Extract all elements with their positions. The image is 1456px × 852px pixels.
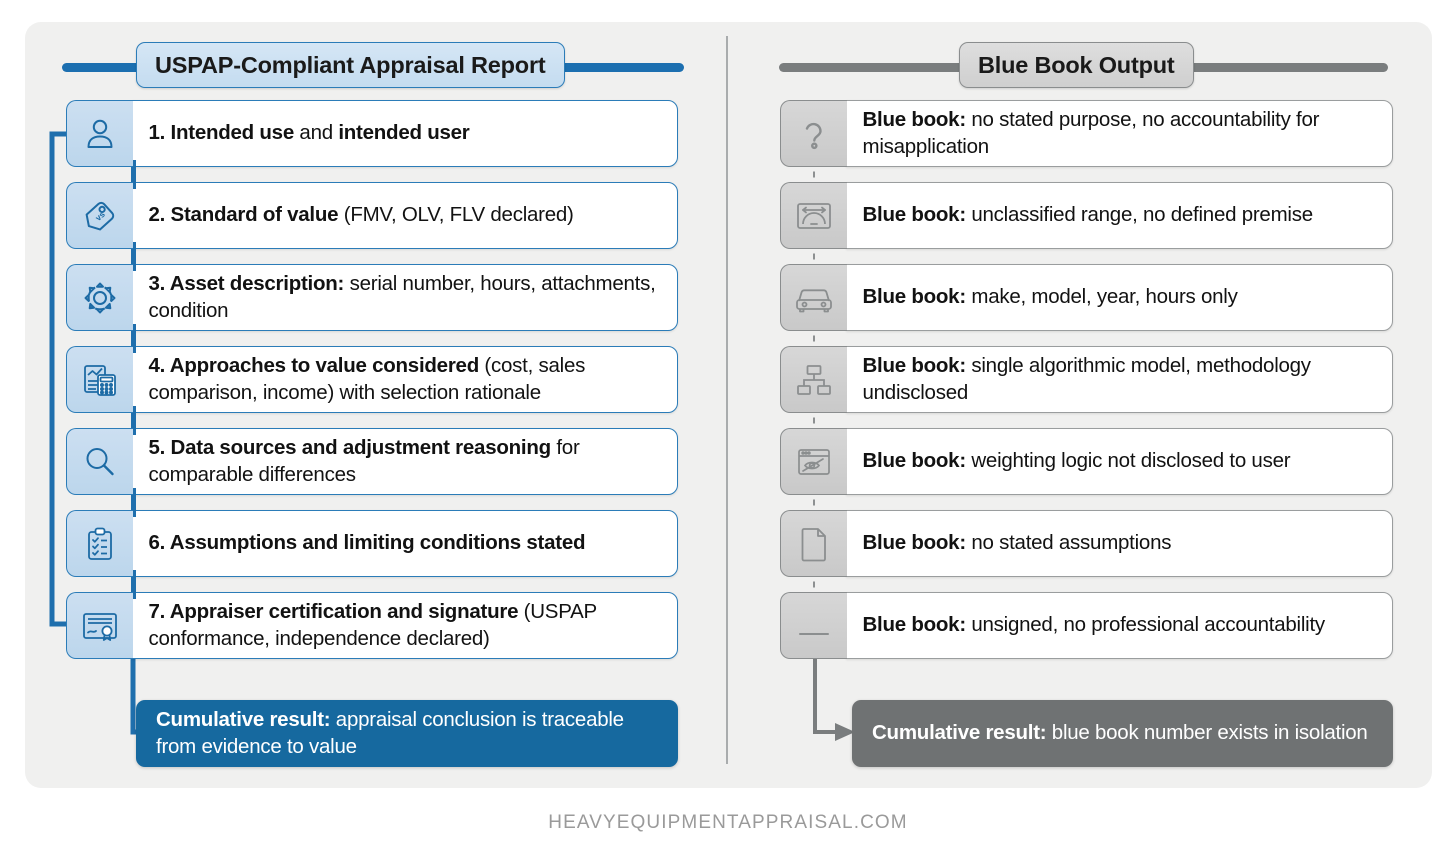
left-row-6-body: 6. Assumptions and limiting conditions s… bbox=[131, 510, 678, 577]
right-row-5-rest: weighting logic not disclosed to user bbox=[965, 449, 1291, 473]
right-row-2[interactable]: Blue book: unclassified range, no define… bbox=[780, 182, 1393, 249]
right-row-3-bold: Blue book: bbox=[862, 285, 967, 309]
right-row-1-rest: no stated purpose, no accountability for… bbox=[862, 108, 1320, 158]
left-row-1-bold: 1. Intended use bbox=[148, 121, 295, 145]
blank-document-icon bbox=[780, 510, 847, 577]
right-row-6-bold: Blue book: bbox=[862, 531, 967, 555]
right-cumulative-result: Cumulative result: blue book number exis… bbox=[852, 700, 1393, 767]
left-row-4[interactable]: 4. Approaches to value considered (cost,… bbox=[66, 346, 678, 413]
right-row-1[interactable]: Blue book: no stated purpose, no account… bbox=[780, 100, 1393, 167]
gauge-range-icon bbox=[780, 182, 847, 249]
right-connector-2-3 bbox=[813, 243, 815, 270]
right-result-rest: blue book number exists in isolation bbox=[1046, 721, 1368, 745]
right-row-6-rest: no stated assumptions bbox=[965, 531, 1172, 555]
right-row-4-bold: Blue book: bbox=[862, 354, 967, 378]
right-row-5[interactable]: Blue book: weighting logic not disclosed… bbox=[780, 428, 1393, 495]
right-row-6-body: Blue book: no stated assumptions bbox=[845, 510, 1393, 577]
left-row-3-bold: 3. Asset description: bbox=[148, 272, 345, 296]
left-connector-4-5 bbox=[131, 406, 136, 435]
column-divider bbox=[726, 36, 728, 764]
left-row-4-bold: 4. Approaches to value considered bbox=[148, 354, 480, 378]
left-connector-1-2 bbox=[131, 160, 136, 189]
right-row-3[interactable]: Blue book: make, model, year, hours only bbox=[780, 264, 1393, 331]
left-row-5-rest: for comparable differences bbox=[148, 436, 580, 486]
left-row-7-rest: (USPAP conformance, independence declare… bbox=[148, 600, 597, 650]
right-row-2-body: Blue book: unclassified range, no define… bbox=[845, 182, 1393, 249]
right-row-7[interactable]: Blue book: unsigned, no professional acc… bbox=[780, 592, 1393, 659]
right-row-5-body: Blue book: weighting logic not disclosed… bbox=[845, 428, 1393, 495]
right-header-title: Blue Book Output bbox=[959, 42, 1194, 88]
left-row-5[interactable]: 5. Data sources and adjustment reasoning… bbox=[66, 428, 678, 495]
left-row-5-bold: 5. Data sources and adjustment reasoning bbox=[148, 436, 552, 460]
left-row-1-body: 1. Intended use and intended user bbox=[131, 100, 678, 167]
right-connector-4-5 bbox=[813, 407, 815, 434]
right-row-4-rest: single algorithmic model, methodology un… bbox=[862, 354, 1312, 404]
right-connector-3-4 bbox=[813, 325, 815, 352]
magnifier-icon bbox=[66, 428, 133, 495]
right-result-bold: Cumulative result: bbox=[872, 721, 1047, 745]
right-column-header: Blue Book Output bbox=[779, 42, 1388, 88]
left-cumulative-result: Cumulative result: appraisal conclusion … bbox=[136, 700, 678, 767]
right-row-4[interactable]: Blue book: single algorithmic model, met… bbox=[780, 346, 1393, 413]
hierarchy-icon bbox=[780, 346, 847, 413]
price-tag-vs-icon: vs bbox=[66, 182, 133, 249]
right-row-7-body: Blue book: unsigned, no professional acc… bbox=[845, 592, 1393, 659]
left-row-6-bold: 6. Assumptions and limiting conditions s… bbox=[148, 531, 586, 555]
right-row-4-body: Blue book: single algorithmic model, met… bbox=[845, 346, 1393, 413]
left-connector-6-7 bbox=[131, 570, 136, 599]
right-row-7-bold: Blue book: bbox=[862, 613, 967, 637]
left-row-2[interactable]: vs 2. Standard of value (FMV, OLV, FLV d… bbox=[66, 182, 678, 249]
left-column-header: USPAP-Compliant Appraisal Report bbox=[62, 42, 684, 88]
right-row-1-bold: Blue book: bbox=[862, 108, 967, 132]
left-row-1[interactable]: 1. Intended use and intended user bbox=[66, 100, 678, 167]
right-connector-1-2 bbox=[813, 161, 815, 188]
left-row-1-rest: and bbox=[293, 121, 339, 145]
left-row-3[interactable]: 3. Asset description: serial number, hou… bbox=[66, 264, 678, 331]
person-icon bbox=[66, 100, 133, 167]
left-row-2-body: 2. Standard of value (FMV, OLV, FLV decl… bbox=[131, 182, 678, 249]
left-row-2-rest: (FMV, OLV, FLV declared) bbox=[338, 203, 574, 227]
question-mark-icon bbox=[780, 100, 847, 167]
right-row-5-bold: Blue book: bbox=[862, 449, 967, 473]
right-row-3-rest: make, model, year, hours only bbox=[965, 285, 1238, 309]
left-row-4-rest: (cost, sales comparison, income) with se… bbox=[148, 354, 586, 404]
right-row-2-rest: unclassified range, no defined premise bbox=[965, 203, 1313, 227]
left-row-5-body: 5. Data sources and adjustment reasoning… bbox=[131, 428, 678, 495]
certificate-icon bbox=[66, 592, 133, 659]
right-connector-6-7 bbox=[813, 571, 815, 598]
left-row-3-rest: serial number, hours, attachments, condi… bbox=[148, 272, 656, 322]
right-result-elbow-arrow bbox=[813, 652, 855, 741]
left-row-4-body: 4. Approaches to value considered (cost,… bbox=[131, 346, 678, 413]
left-result-rest: appraisal conclusion is traceable from e… bbox=[156, 707, 624, 758]
left-row-1-bold2: intended user bbox=[338, 121, 470, 145]
left-row-7[interactable]: 7. Appraiser certification and signature… bbox=[66, 592, 678, 659]
blank-line-icon bbox=[780, 592, 847, 659]
hidden-window-icon bbox=[780, 428, 847, 495]
left-row-6[interactable]: 6. Assumptions and limiting conditions s… bbox=[66, 510, 678, 577]
right-row-3-body: Blue book: make, model, year, hours only bbox=[845, 264, 1393, 331]
left-result-bold: Cumulative result: bbox=[156, 707, 331, 731]
right-row-1-body: Blue book: no stated purpose, no account… bbox=[845, 100, 1393, 167]
left-connector-2-3 bbox=[131, 242, 136, 271]
left-row-2-bold: 2. Standard of value bbox=[148, 203, 339, 227]
left-connector-3-4 bbox=[131, 324, 136, 353]
left-row-7-body: 7. Appraiser certification and signature… bbox=[131, 592, 678, 659]
clipboard-check-icon bbox=[66, 510, 133, 577]
left-connector-5-6 bbox=[131, 488, 136, 517]
left-row-7-bold: 7. Appraiser certification and signature bbox=[148, 600, 519, 624]
left-header-title: USPAP-Compliant Appraisal Report bbox=[136, 42, 565, 88]
chart-calculator-icon bbox=[66, 346, 133, 413]
car-icon bbox=[780, 264, 847, 331]
right-row-6[interactable]: Blue book: no stated assumptions bbox=[780, 510, 1393, 577]
footer-watermark: HEAVYEQUIPMENTAPPRAISAL.COM bbox=[548, 812, 908, 833]
left-row-3-body: 3. Asset description: serial number, hou… bbox=[131, 264, 678, 331]
gear-icon bbox=[66, 264, 133, 331]
right-connector-5-6 bbox=[813, 489, 815, 516]
right-row-7-rest: unsigned, no professional accountability bbox=[965, 613, 1325, 637]
right-row-2-bold: Blue book: bbox=[862, 203, 967, 227]
